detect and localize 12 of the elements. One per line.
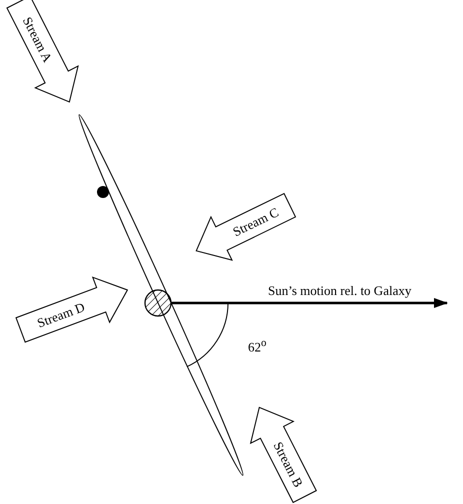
block-arrow	[6, 0, 79, 103]
arrow-label: Stream A	[20, 14, 56, 65]
hatched-circle	[144, 289, 172, 317]
block-arrow	[196, 192, 296, 261]
arrow-label: Stream C	[230, 204, 281, 240]
angle-label: 62$^{o}$	[248, 336, 266, 354]
arrow-label: Stream D	[35, 299, 87, 331]
edge-label: Sun’s motion rel. to Galaxy	[268, 283, 412, 298]
block-arrow	[250, 406, 317, 504]
arrow-label: Stream B	[270, 439, 306, 490]
arrow	[171, 298, 448, 308]
block-arrow	[15, 276, 128, 343]
